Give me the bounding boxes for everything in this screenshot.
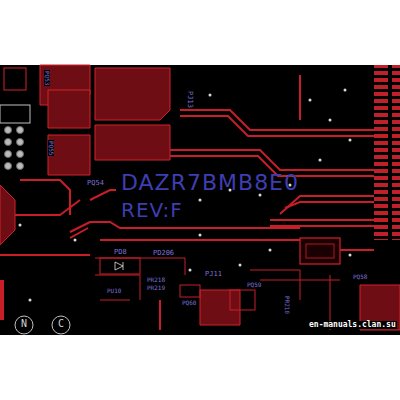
copper-pour — [0, 65, 400, 330]
connector-pads — [374, 65, 400, 240]
ref-designator: PR219 — [146, 285, 166, 291]
ref-designator: PQ54 — [86, 180, 105, 187]
ref-designator: PD206 — [152, 250, 175, 257]
vias — [19, 89, 352, 302]
ref-designator: PU10 — [106, 288, 122, 294]
ref-designator: PQ53 — [44, 70, 50, 86]
ref-designator: PJ13 — [186, 90, 193, 109]
ic-body — [300, 238, 340, 264]
test-point — [15, 316, 33, 334]
ref-designator: PQ58 — [352, 274, 368, 280]
ic-pad — [306, 244, 334, 258]
ref-designator: PR218 — [146, 277, 166, 283]
ref-designator: PJ11 — [204, 271, 223, 278]
ref-designator: PQ55 — [48, 140, 54, 156]
board-ground — [0, 65, 400, 335]
pin-mark: N — [20, 319, 28, 329]
pad — [0, 280, 4, 320]
component-outline — [4, 68, 26, 90]
board-name: DAZR7BMB8E0 — [120, 172, 300, 194]
component-outline — [0, 105, 30, 123]
thin-traces — [95, 258, 340, 330]
test-point — [52, 316, 70, 334]
revision-label: REV:F — [120, 200, 184, 220]
ref-designator: PQ59 — [246, 282, 262, 288]
watermark: en-manuals.clan.su — [308, 321, 397, 329]
pin-mark: C — [57, 319, 65, 329]
through-holes — [5, 127, 24, 170]
ref-designator: PR210 — [284, 295, 290, 315]
ref-designator: PD8 — [113, 249, 128, 256]
traces — [0, 75, 374, 330]
ref-designator: PQ60 — [181, 300, 197, 306]
diode-symbol — [115, 262, 123, 270]
